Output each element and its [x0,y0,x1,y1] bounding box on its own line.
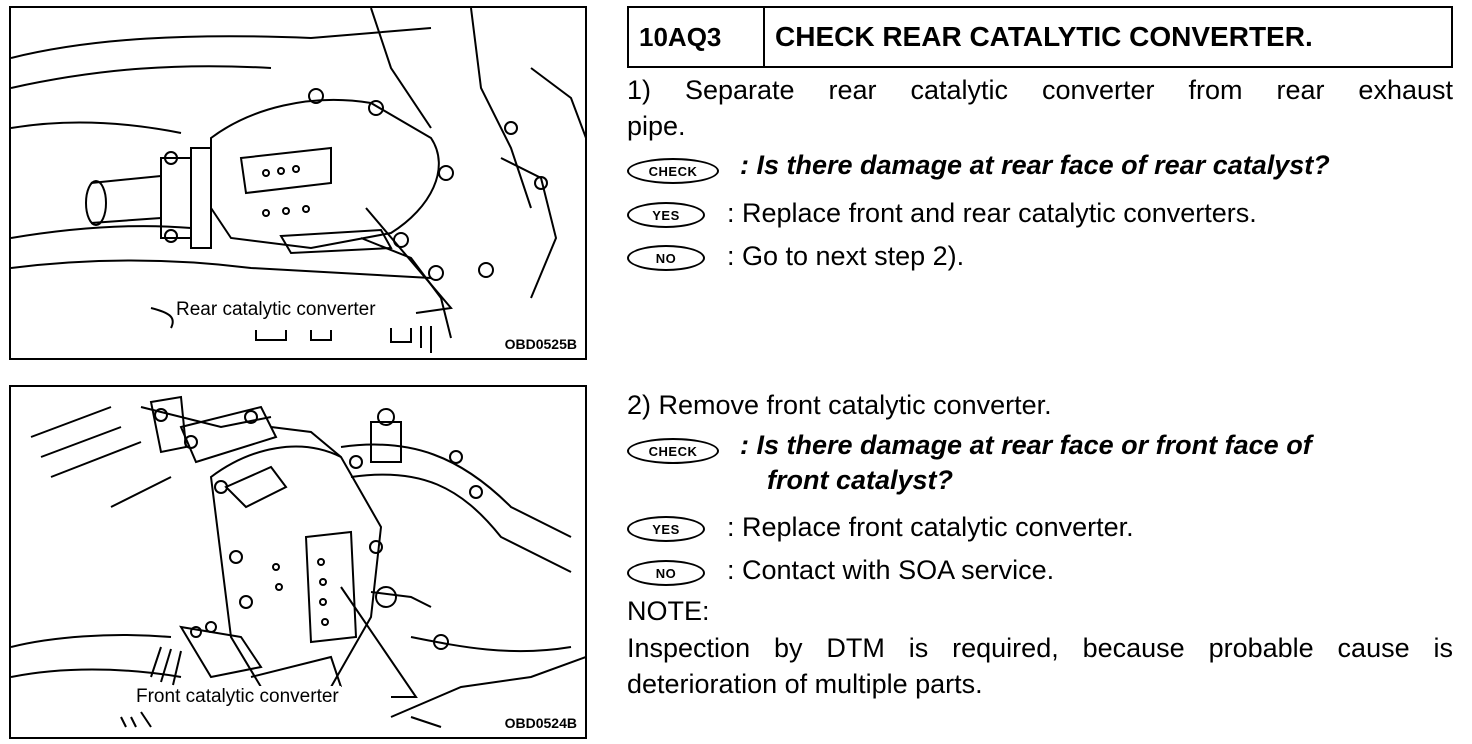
step1-instruction-cont: pipe. [627,111,686,141]
note-label: NOTE: [627,596,710,626]
check-badge-icon: CHECK [627,158,719,184]
note-line2: deterioration of multiple parts. [627,669,983,699]
front-figure-id: OBD0524B [504,715,577,731]
yes-badge-icon: YES [627,202,705,228]
step1-yes-text: : Replace front and rear catalytic conve… [727,198,1257,228]
step1-check-question: : Is there damage at rear face of rear c… [740,150,1330,180]
rear-converter-callout: Rear catalytic converter [174,299,378,321]
no-badge-icon: NO [627,245,705,271]
step2-instruction: 2) Remove front catalytic converter. [627,390,1052,420]
step2-check-question: : Is there damage at rear face or front … [740,430,1312,460]
step2-yes-text: : Replace front catalytic converter. [727,512,1134,542]
check-badge-icon: CHECK [627,438,719,464]
rear-converter-illustration [11,8,585,353]
step-code: 10AQ3 [629,8,765,66]
step1-instruction: 1) Separate rear catalytic converter fro… [627,75,1453,105]
rear-converter-figure: Rear catalytic converter OBD0525B [9,6,587,360]
step2-check-question-cont: front catalyst? [767,465,954,495]
step-header: 10AQ3 CHECK REAR CATALYTIC CONVERTER. [627,6,1453,68]
step2-no-text: : Contact with SOA service. [727,555,1055,585]
front-converter-illustration [11,395,585,728]
rear-figure-id: OBD0525B [504,336,577,352]
front-converter-callout: Front catalytic converter [134,686,341,708]
step1-no-text: : Go to next step 2). [727,241,965,271]
yes-badge-icon: YES [627,516,705,542]
note-line1: Inspection by DTM is required, because p… [627,633,1453,663]
no-badge-icon: NO [627,560,705,586]
step-title: CHECK REAR CATALYTIC CONVERTER. [775,21,1313,52]
front-converter-figure: Front catalytic converter OBD0524B [9,385,587,739]
